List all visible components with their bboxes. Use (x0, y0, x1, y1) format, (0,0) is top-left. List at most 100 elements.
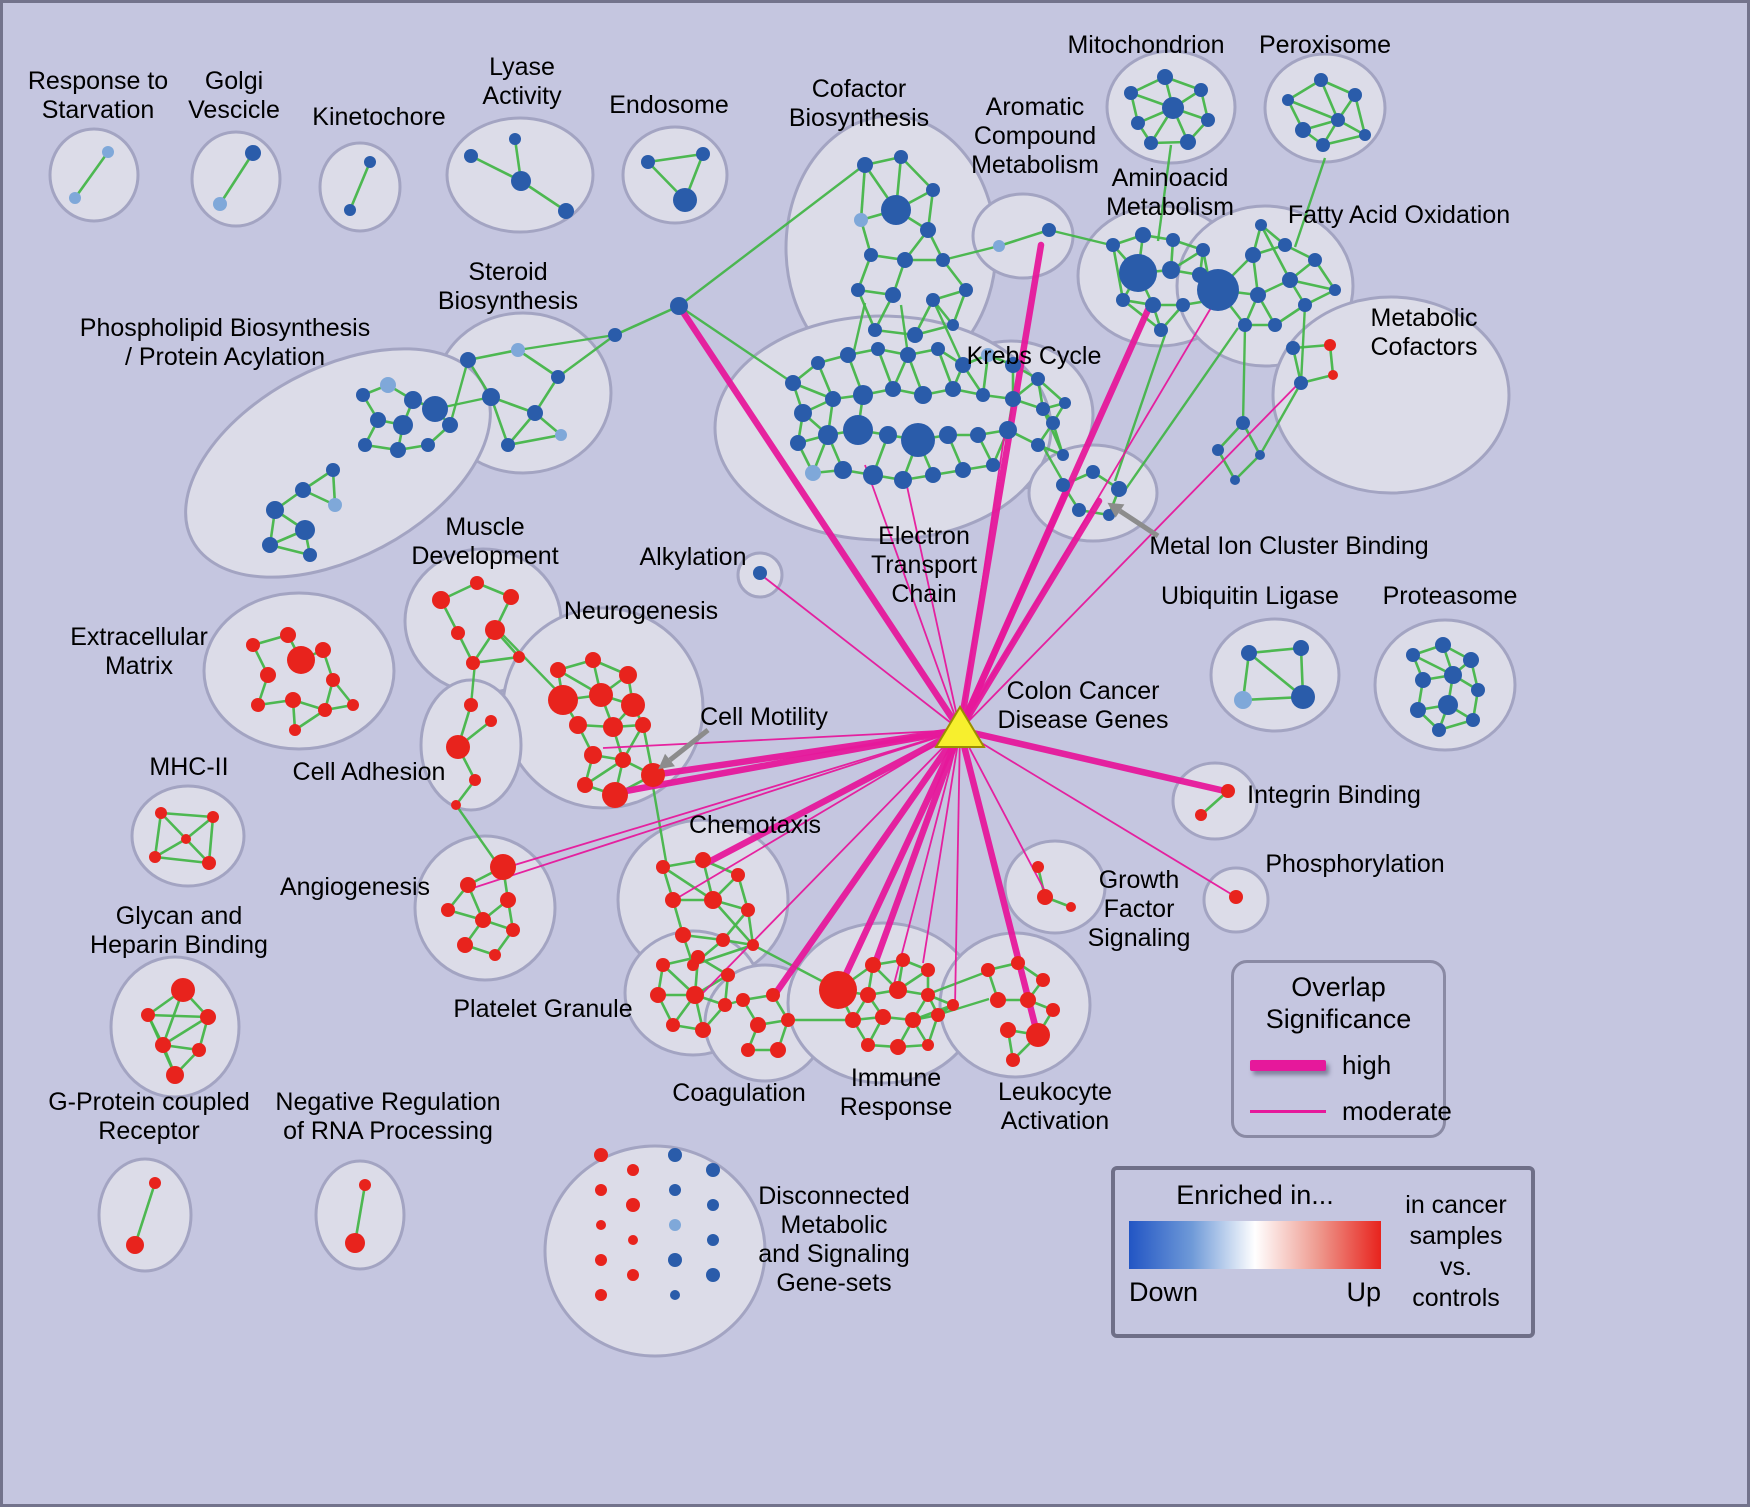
label-line: Biosynthesis (438, 287, 578, 315)
gene-set-node (770, 1042, 786, 1058)
gene-set-node (470, 576, 484, 590)
gene-set-node (669, 1219, 681, 1231)
green-edge (900, 156, 934, 191)
label-line: Golgi (205, 67, 263, 95)
gene-set-node (1438, 695, 1458, 715)
gene-set-node (1291, 685, 1315, 709)
gene-set-node (851, 283, 865, 297)
gene-set-node (926, 183, 940, 197)
overlap-edge-moderate (700, 729, 961, 996)
legend-enrichment-scale: Enriched in... Down Up (1129, 1178, 1381, 1326)
gene-set-node (1282, 94, 1294, 106)
gene-set-node (621, 693, 645, 717)
gene-set-node (894, 471, 912, 489)
label-mitochondrion: Mitochondrion (1067, 31, 1224, 59)
gene-set-node (1294, 376, 1308, 390)
cluster-ellipse-peroxisome (1263, 52, 1387, 164)
gene-set-node (675, 927, 691, 943)
gene-set-node (171, 978, 195, 1002)
gene-set-node (1056, 478, 1070, 492)
gene-set-node (1166, 233, 1180, 247)
gene-set-node (390, 442, 406, 458)
gene-set-node (1106, 238, 1120, 252)
green-edge (678, 168, 860, 307)
overlap-edge-moderate (668, 729, 961, 904)
gene-set-node (1245, 247, 1261, 263)
gene-set-node (1066, 902, 1076, 912)
gene-set-node (706, 1163, 720, 1177)
gene-set-node (981, 963, 995, 977)
label-line: Peroxisome (1259, 31, 1391, 59)
green-edge (1234, 454, 1261, 481)
label-integrin-binding: Integrin Binding (1247, 781, 1421, 809)
gene-set-node (141, 1008, 155, 1022)
label-line: Cell Motility (700, 703, 828, 731)
overlap-edge-high (769, 726, 964, 1001)
gene-set-node (750, 1017, 766, 1033)
gene-set-node (166, 1066, 184, 1084)
gene-set-node (976, 388, 990, 402)
gene-set-node (594, 1148, 608, 1162)
gene-set-node (326, 673, 340, 687)
gene-set-node (931, 342, 945, 356)
label-line: Integrin Binding (1247, 781, 1421, 809)
gene-set-node (922, 1039, 934, 1051)
gene-set-node (511, 343, 525, 357)
gene-set-node (889, 981, 907, 999)
green-edge (507, 433, 562, 447)
green-edge (498, 630, 564, 698)
gene-set-node (207, 811, 219, 823)
gene-set-node (149, 851, 161, 863)
green-edge (662, 865, 714, 902)
gene-set-node (741, 1043, 755, 1057)
high-significance-line-sample (1250, 1060, 1326, 1071)
gene-set-node (1293, 640, 1309, 656)
gene-set-node (1331, 113, 1345, 127)
gene-set-node (469, 774, 481, 786)
label-line: Response (840, 1093, 953, 1121)
gene-set-node (303, 548, 317, 562)
gene-set-node (1135, 227, 1151, 243)
gene-set-node (669, 1184, 681, 1196)
gene-set-node (358, 438, 372, 452)
gene-set-node (1057, 449, 1069, 461)
gene-set-node (1031, 438, 1045, 452)
gene-set-node (696, 147, 710, 161)
gene-set-node (959, 283, 973, 297)
enrichment-up-label: Up (1346, 1277, 1381, 1307)
gene-set-node (794, 404, 812, 422)
gene-set-node (665, 892, 681, 908)
label-fatty-acid-oxidation: Fatty Acid Oxidation (1288, 201, 1510, 229)
gene-set-node (602, 782, 628, 808)
gene-set-node (1298, 298, 1312, 312)
gene-set-node (790, 435, 806, 451)
gene-set-node (741, 903, 755, 917)
green-edge (936, 997, 990, 1017)
gene-set-node (691, 950, 705, 964)
gene-set-node (596, 1220, 606, 1230)
gene-set-node (155, 1037, 171, 1053)
label-cell-motility: Cell Motility (700, 703, 828, 731)
gene-set-node (451, 626, 465, 640)
gene-set-node (1011, 956, 1025, 970)
gene-set-node (1197, 269, 1239, 311)
gene-set-node (986, 458, 1000, 472)
legend-enrichment: Enriched in... Down Up in cancer samples… (1111, 1166, 1535, 1338)
gene-set-node (1119, 254, 1157, 292)
gene-set-node (466, 656, 480, 670)
gene-set-node (1194, 83, 1208, 97)
gene-set-node (921, 988, 935, 1002)
label-line: Krebs Cycle (967, 342, 1102, 370)
green-edge (998, 228, 1050, 248)
gene-set-node (716, 933, 730, 947)
gene-set-node (615, 752, 631, 768)
gene-set-node (1236, 416, 1250, 430)
gene-set-node (500, 892, 516, 908)
cluster-ellipse-disconnected-gene-sets (543, 1144, 767, 1358)
green-edge (1248, 646, 1302, 655)
